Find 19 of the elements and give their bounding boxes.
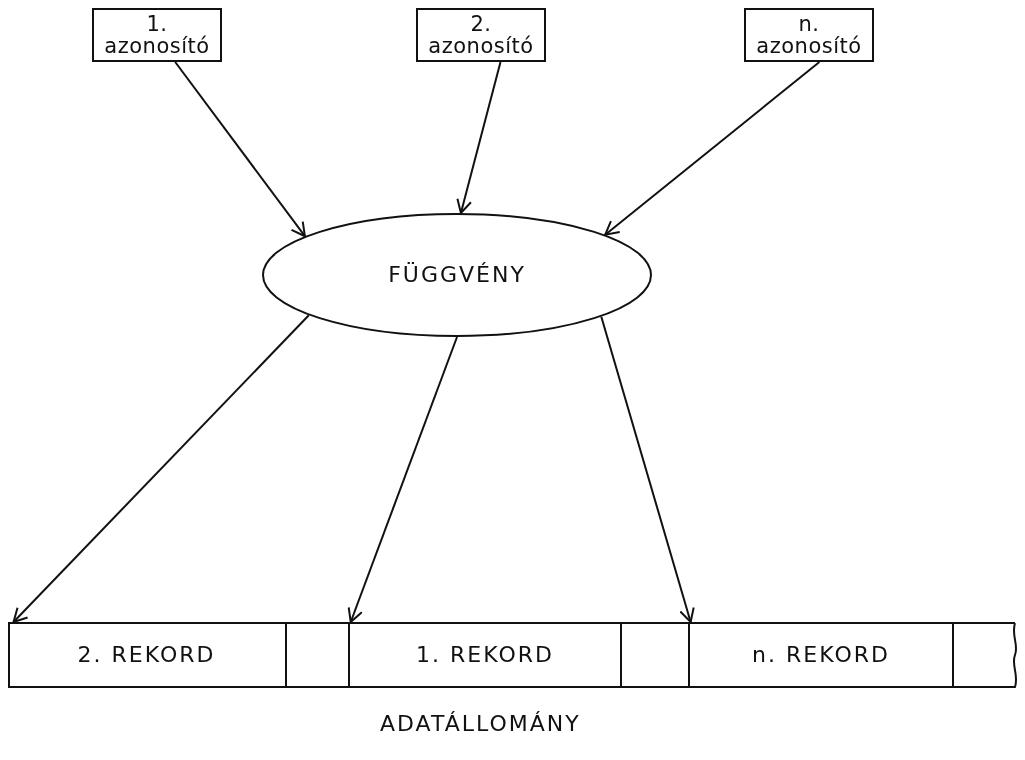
record-label: 2. REKORD: [77, 643, 216, 667]
identifier-label: n. azonosító: [755, 12, 863, 58]
arrow: [347, 336, 458, 623]
identifier-label: 1. azonosító: [103, 12, 211, 58]
function-ellipse: [262, 213, 652, 337]
arrow: [12, 314, 310, 623]
record-strip: [8, 622, 1020, 688]
identifier-box: [416, 8, 546, 62]
arrow: [456, 61, 502, 214]
file-caption: ADATÁLLOMÁNY: [380, 712, 581, 736]
record-label: 1. REKORD: [416, 643, 554, 667]
record-label: n. REKORD: [752, 643, 890, 667]
arrow: [174, 61, 306, 238]
identifier-box: [744, 8, 874, 62]
identifier-label: 2. azonosító: [427, 12, 535, 58]
function-label: FÜGGVÉNY: [388, 263, 526, 287]
arrow: [604, 61, 821, 236]
arrow: [600, 315, 695, 623]
identifier-box: [92, 8, 222, 62]
